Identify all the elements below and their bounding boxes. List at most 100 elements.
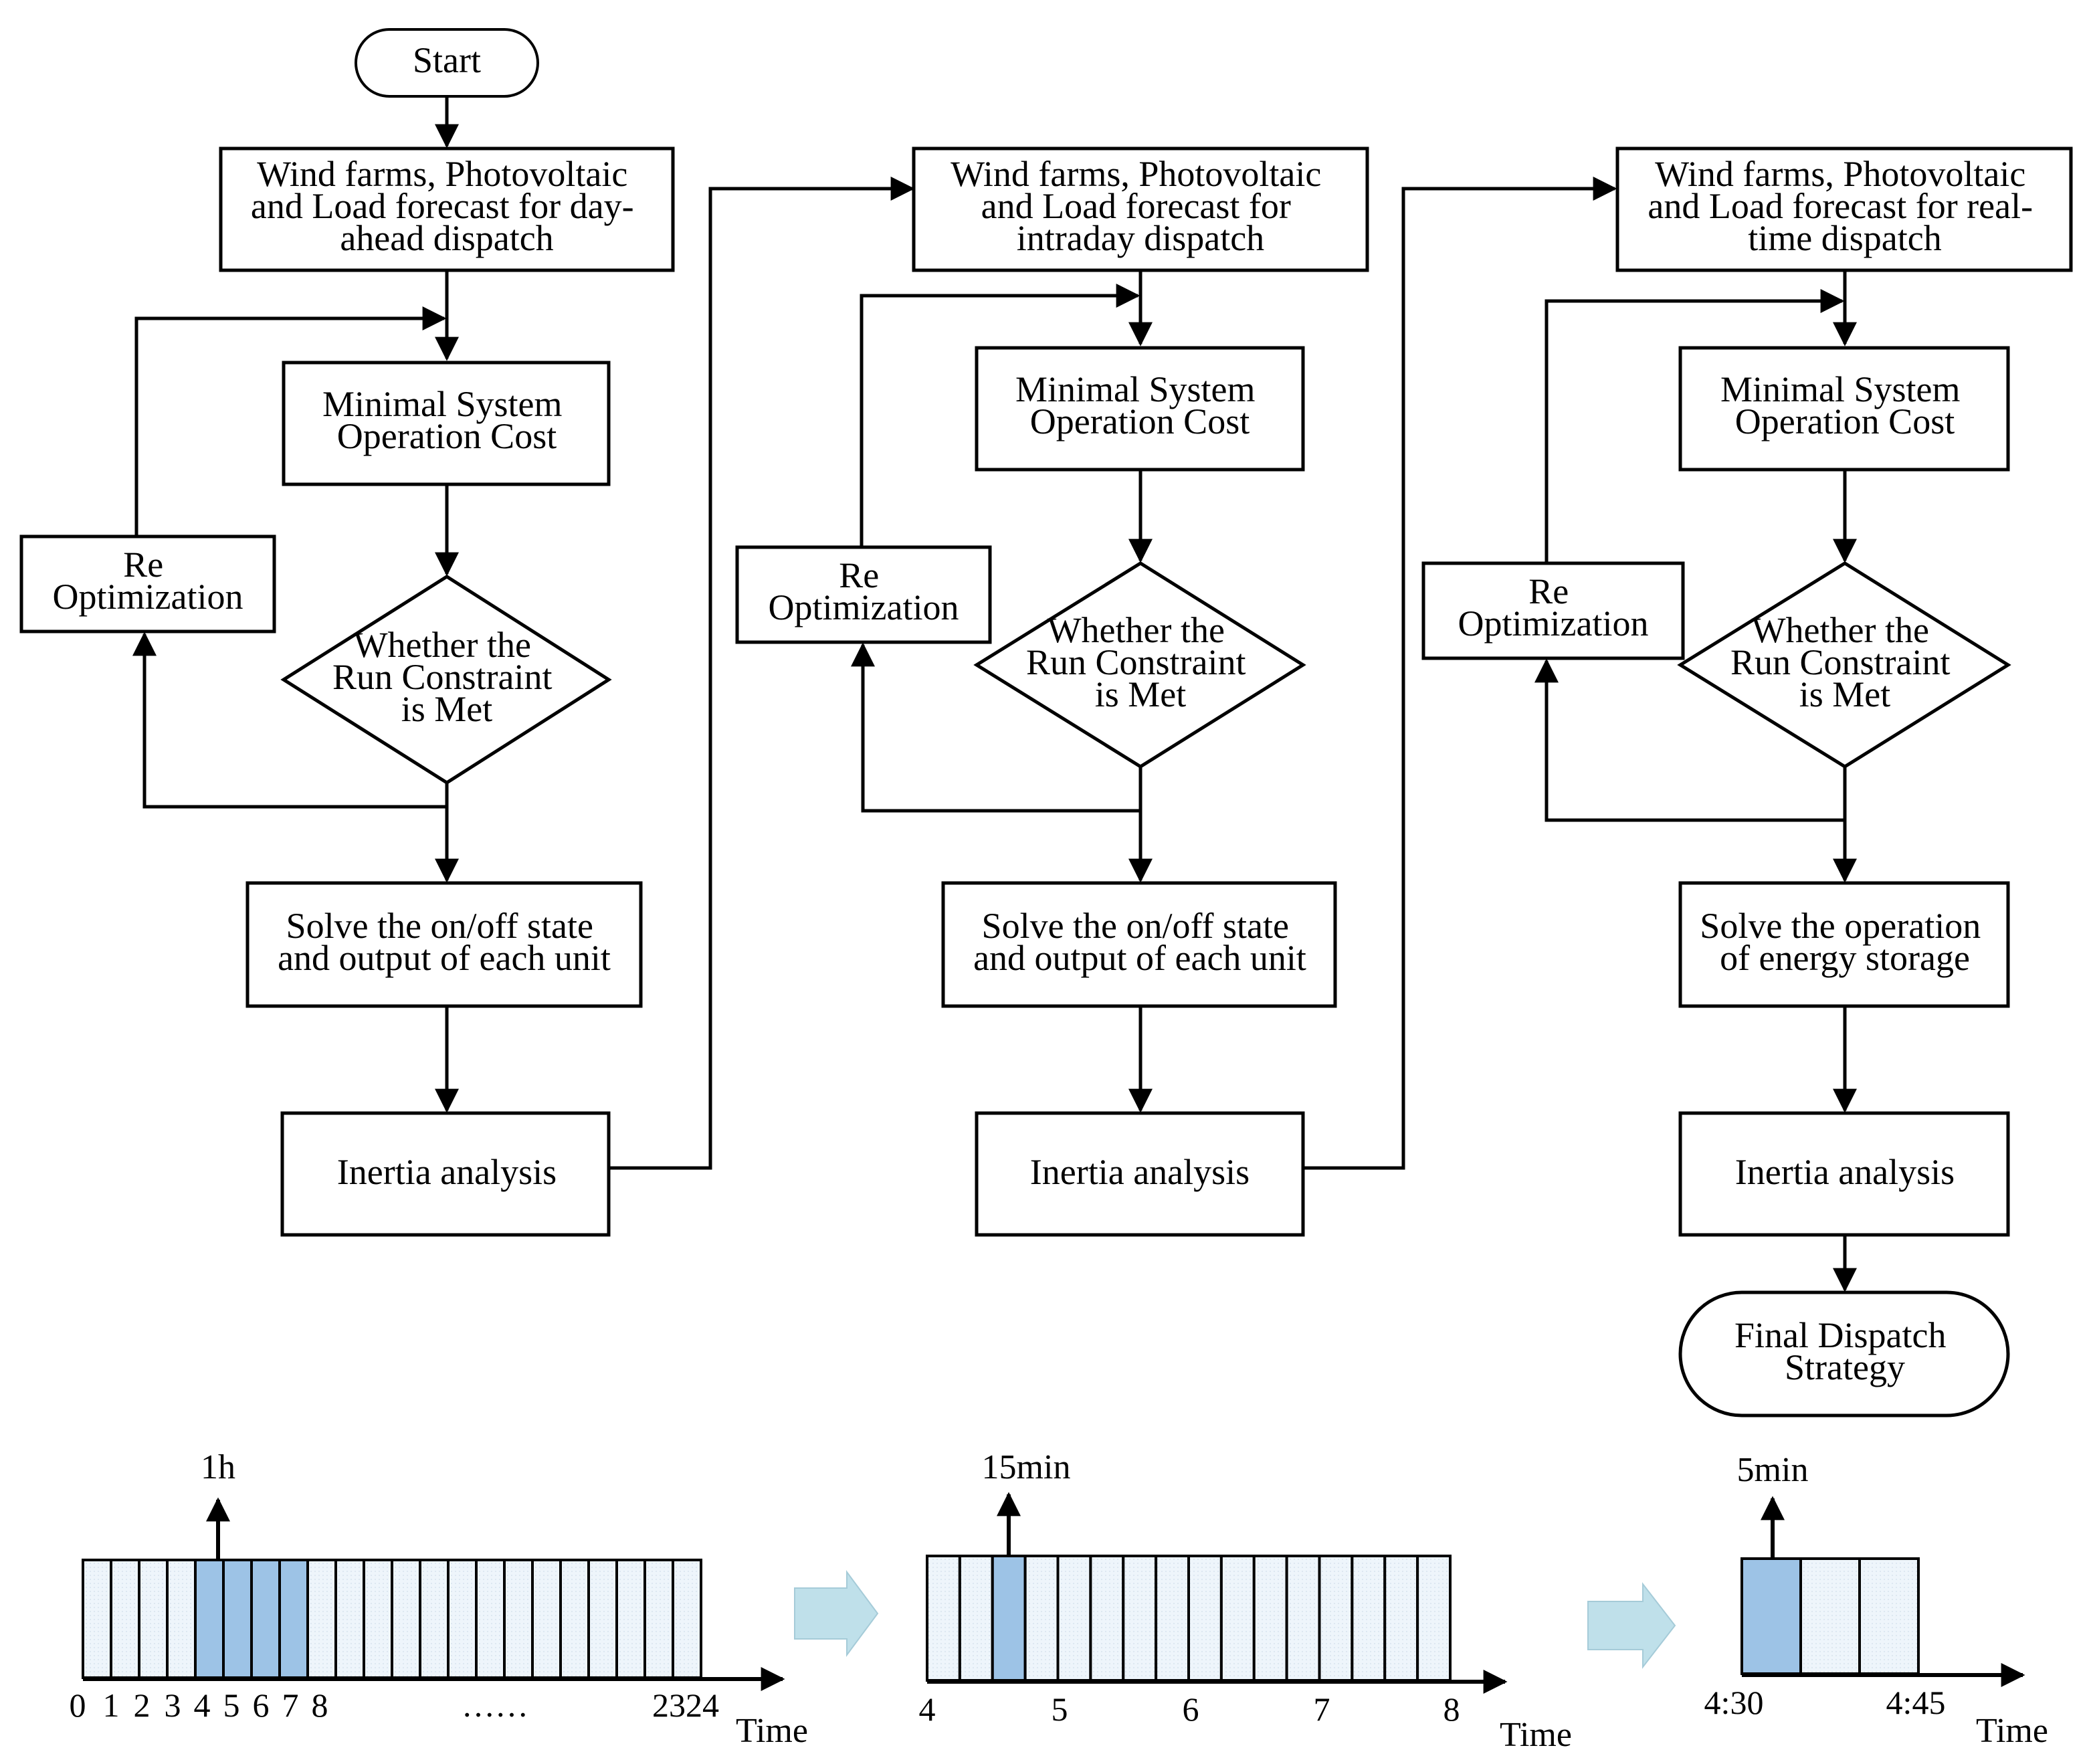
arrow-day-ahead-to-intraday <box>609 177 915 1170</box>
forecast-line: and Load forecast for day- <box>251 186 634 226</box>
inertia-label: Inertia analysis <box>1030 1152 1250 1192</box>
forecast-line: Wind farms, Photovoltaic <box>1655 154 2025 194</box>
final-line: Final Dispatch <box>1734 1315 1946 1355</box>
time-cell-highlighted <box>250 1559 281 1679</box>
decision-line: is Met <box>1095 674 1187 714</box>
forecast-box-real-time <box>1615 146 2073 272</box>
tick-label: 8 <box>312 1686 328 1724</box>
decision-line: Whether the <box>354 625 531 665</box>
time-cell <box>1351 1555 1387 1682</box>
inertia-box-real-time <box>1678 1111 2010 1237</box>
tick-label: 4:45 <box>1886 1684 1946 1721</box>
solve-line: of energy storage <box>1720 938 1970 978</box>
svg-text:Wind farms, Photovoltaic: Wind farms, Photovoltaic and Load foreca… <box>1648 154 2042 258</box>
reopt-line: Optimization <box>1458 603 1649 644</box>
arrow-reopt-to-cost <box>1545 289 1845 563</box>
time-cell <box>110 1559 140 1679</box>
svg-text:Wind farms, Photovoltaic: Wind farms, Photovoltaic and Load foreca… <box>251 154 643 258</box>
svg-text:Final Dispatch Strateg: Final Dispatch Strategy <box>1734 1315 1955 1387</box>
ellipsis: …… <box>462 1686 528 1724</box>
cost-line: Minimal System <box>1015 369 1256 409</box>
time-cell <box>1285 1555 1321 1682</box>
tick-label: 23 <box>652 1686 686 1724</box>
forecast-line: time dispatch <box>1748 218 1941 258</box>
time-cell-highlighted <box>1740 1557 1802 1675</box>
start-label: Start <box>413 40 481 80</box>
time-cell <box>363 1559 393 1679</box>
time-cell <box>1219 1555 1256 1682</box>
reopt-line: Optimization <box>53 577 243 617</box>
reopt-line: Optimization <box>769 587 959 627</box>
forecast-line: and Load forecast for real- <box>1648 186 2033 226</box>
svg-text:Re Optimization: Re Optimization <box>1458 571 1649 644</box>
column-real-time: Wind farms, Photovoltaic and Load foreca… <box>1421 146 2073 1417</box>
cost-box-intraday <box>975 346 1305 472</box>
tick-label: 2 <box>134 1686 151 1724</box>
step-label: 5min <box>1737 1451 1809 1489</box>
solve-line: Solve the on/off state <box>982 906 1289 946</box>
svg-text:Re Optimization: Re Optimization <box>53 545 243 617</box>
column-intraday: Wind farms, Photovoltaic and Load foreca… <box>735 146 1617 1237</box>
reopt-line: Re <box>1528 571 1569 611</box>
decision-line: Run Constraint <box>1730 642 1951 682</box>
time-cell <box>1799 1557 1861 1675</box>
transition-arrow-1 <box>794 1569 879 1658</box>
reopt-box-day-ahead <box>19 534 276 633</box>
solve-line: Solve the on/off state <box>286 906 593 946</box>
svg-text:Minimal System Operation: Minimal System Operation Cost <box>322 384 571 456</box>
cost-line: Operation Cost <box>1735 401 1955 442</box>
tick-label: 7 <box>282 1686 299 1724</box>
svg-text:Re Optimization: Re Optimization <box>769 555 959 627</box>
time-cell <box>447 1559 478 1679</box>
solve-line: and output of each unit <box>278 938 611 978</box>
solve-box-real-time <box>1678 881 2010 1008</box>
tick-label: 24 <box>686 1686 719 1724</box>
time-cell <box>672 1559 702 1679</box>
decision-line: is Met <box>1799 674 1891 714</box>
svg-text:Solve the on/off state a: Solve the on/off state and output of eac… <box>973 906 1306 978</box>
forecast-line: ahead dispatch <box>340 218 553 258</box>
step-label: 1h <box>201 1448 235 1486</box>
svg-text:Wind farms, Photovoltaic: Wind farms, Photovoltaic and Load foreca… <box>951 154 1330 258</box>
forecast-line: intraday dispatch <box>1017 218 1264 258</box>
time-cell <box>166 1559 197 1679</box>
time-cell <box>1155 1555 1190 1682</box>
decision-line: Whether the <box>1752 610 1929 650</box>
time-cell <box>1122 1555 1158 1682</box>
arrow-decision-to-reopt <box>851 642 1142 813</box>
inertia-box-intraday <box>975 1111 1305 1237</box>
final-strategy-terminal: Final Dispatch Strategy <box>1678 1290 2010 1417</box>
forecast-line: Wind farms, Photovoltaic <box>257 154 627 194</box>
decision-line: is Met <box>401 689 493 729</box>
time-cell <box>1858 1557 1920 1675</box>
inertia-label: Inertia analysis <box>1735 1152 1955 1192</box>
reopt-line: Re <box>839 555 879 595</box>
arrow-reopt-to-cost <box>134 306 447 536</box>
time-cell <box>334 1559 365 1679</box>
solve-box-day-ahead <box>245 881 643 1008</box>
time-cell <box>958 1555 994 1682</box>
svg-text:Solve the operation of e: Solve the operation of energy storage <box>1700 906 1989 978</box>
arrow-intraday-to-realtime <box>1303 177 1617 1170</box>
reopt-box-intraday <box>735 545 992 644</box>
time-cell-highlighted <box>194 1559 225 1679</box>
arrow-reopt-to-cost <box>860 284 1140 547</box>
forecast-box-day-ahead <box>219 146 675 272</box>
svg-text:Solve the on/off state a: Solve the on/off state and output of eac… <box>278 906 611 978</box>
tick-label: 6 <box>1183 1690 1199 1728</box>
time-cell <box>1187 1555 1223 1682</box>
tick-label: 0 <box>70 1686 86 1724</box>
tick-label: 4 <box>919 1690 936 1728</box>
axis-label: Time <box>736 1712 808 1750</box>
reopt-box-real-time <box>1421 561 1685 660</box>
decision-line: Run Constraint <box>332 657 553 697</box>
time-cell <box>1056 1555 1092 1682</box>
tick-label: 7 <box>1314 1690 1330 1728</box>
axis-label: Time <box>1976 1712 2048 1750</box>
reopt-line: Re <box>123 545 163 585</box>
time-cell <box>926 1555 961 1682</box>
inertia-box-day-ahead <box>280 1111 611 1237</box>
time-cell <box>1089 1555 1125 1682</box>
